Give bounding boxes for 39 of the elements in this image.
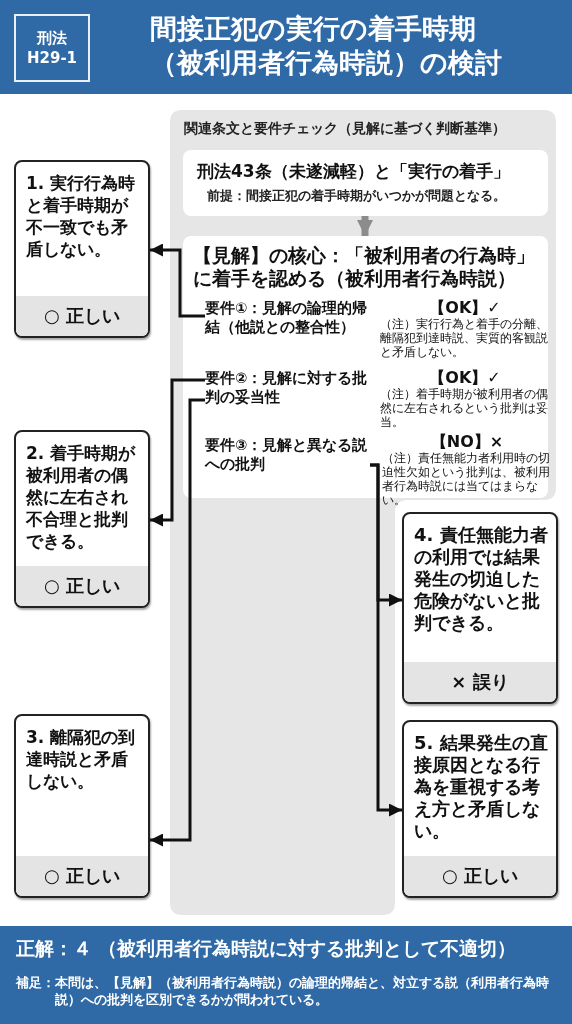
answer-text: 1. 実行行為時と着手時期が不一致でも矛盾しない。: [26, 172, 137, 260]
verdict-bar: ○ 正しい: [16, 856, 148, 896]
verdict-mark: 【OK】✓: [428, 298, 502, 317]
answer-card: [14, 714, 150, 898]
verdict-mark: 【OK】✓: [428, 368, 502, 387]
verdict-bar: ○ 正しい: [16, 566, 148, 606]
note-text: （注）実行行為と着手の分離、離隔犯到達時説、実質的客観説と矛盾しない。: [380, 317, 549, 359]
answer-card: [14, 430, 150, 608]
answer-text: 5. 結果発生の直接原因となる行為を重視する考え方と矛盾しない。: [414, 732, 549, 842]
requirement-text: 要件②：見解に対する批判の妥当性: [205, 369, 375, 411]
requirement-text: 要件①：見解の論理的帰結（他説との整合性）: [205, 299, 375, 343]
title: 間接正犯の実行の着手時期（被利用者行為時説）の検討: [150, 12, 503, 80]
answer-text: 4. 責任無能力者の利用では結果発生の切迫した危険がないと批判できる。: [414, 524, 549, 634]
answer-card: [402, 720, 558, 898]
info-box: [183, 236, 548, 498]
note-text: （注）着手時期が被利用者の偶然に左右されるという批判は妥当。: [380, 387, 549, 429]
requirement-text: 要件③：見解と異なる説への批判: [205, 436, 370, 478]
box-heading: 【見解】の核心：「被利用者の行為時」に着手を認める（被利用者行為時説）: [193, 244, 536, 290]
panel-heading: 関連条文と要件チェック（見解に基づく判断基準）: [184, 120, 506, 138]
note-text: （注）責任無能力者利用時の切迫性欠如という批判は、被利用者行為時説には当てはまらない。: [382, 451, 551, 507]
verdict-bar: ○ 正しい: [404, 856, 556, 896]
answer-text: 2. 着手時期が被利用者の偶然に左右され不合理と批判できる。: [26, 442, 137, 552]
box-heading: 刑法43条（未遂減軽）と「実行の着手」: [197, 160, 510, 183]
supplement-text: 補足：本問は、【見解】（被利用者行為時説）の論理的帰結と、対立する説（利用者行為時説）への批判を区別できるかが問われている。: [16, 974, 550, 1008]
connector-arrow: [370, 463, 402, 817]
premise-text: 前提：間接正犯の着手時期がいつかが問題となる。: [207, 188, 506, 205]
answer-card: [402, 512, 558, 704]
flow-arrow: [357, 216, 373, 236]
info-box: [183, 150, 548, 216]
answer-text: 正解：４ （被利用者行為時説に対する批判として不適切）: [16, 937, 517, 961]
answer-text: 3. 離隔犯の到達時説と矛盾しない。: [26, 726, 137, 792]
connector-arrow: [150, 243, 205, 318]
exam-badge: 刑法 H29-1: [14, 14, 90, 82]
verdict-mark: 【NO】×: [429, 432, 505, 451]
connector-arrow: [150, 398, 205, 847]
verdict-bar: ○ 正しい: [16, 296, 148, 336]
answer-card: [14, 160, 150, 338]
verdict-bar: × 誤り: [404, 662, 556, 702]
connector-arrow: [150, 378, 205, 527]
